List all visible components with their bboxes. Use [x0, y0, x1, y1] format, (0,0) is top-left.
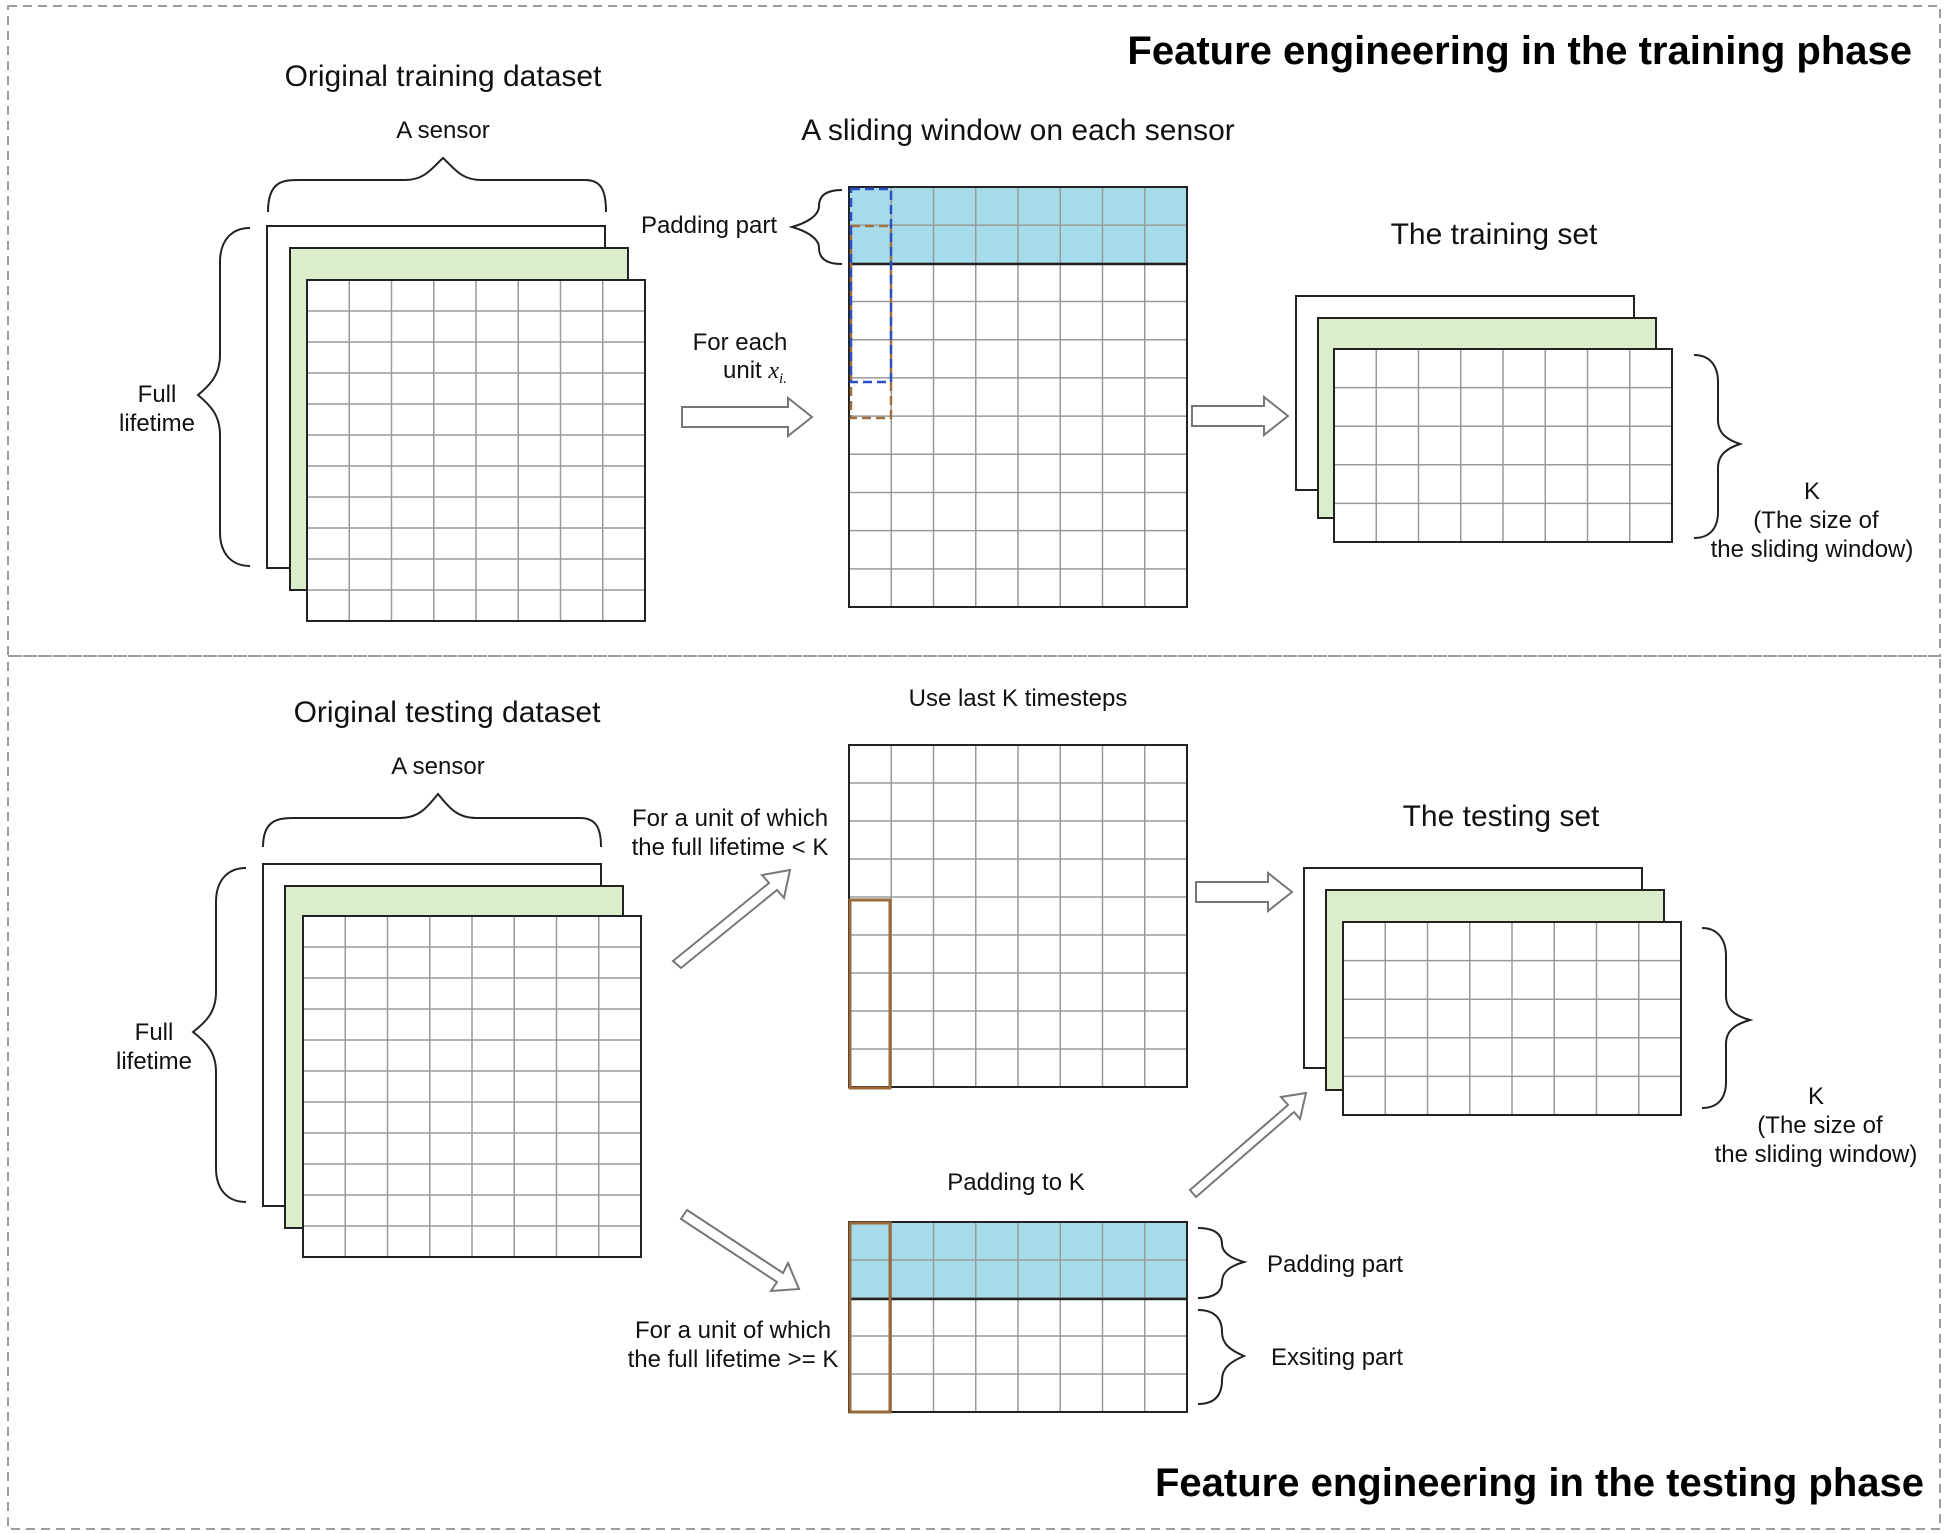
training-k-desc-1: (The size of	[1753, 507, 1879, 534]
training-full-label: Full	[138, 381, 177, 408]
training-phase-title: Feature engineering in the training phas…	[1127, 29, 1912, 73]
padding-window-outline	[848, 1221, 892, 1414]
testing-k-desc-2: the sliding window)	[1715, 1141, 1918, 1168]
unit-less-than-k-2: the full lifetime < K	[632, 834, 829, 861]
testing-phase-title: Feature engineering in the testing phase	[1155, 1461, 1924, 1505]
window-outline-brown	[849, 224, 893, 420]
arrow-last-k-to-testing-set	[1195, 870, 1294, 914]
testing-set-title: The testing set	[1403, 800, 1600, 833]
grid-frame	[306, 279, 646, 622]
testing-lifetime-label: lifetime	[116, 1048, 192, 1075]
padding-to-k-label: Padding to K	[947, 1169, 1084, 1196]
testing-set-grid	[1342, 921, 1682, 1116]
unit-less-than-k-1: For a unit of which	[632, 805, 828, 832]
testing-sensor-brace	[262, 792, 602, 848]
testing-padding-brace	[1197, 1227, 1248, 1299]
existing-part-label: Exsiting part	[1271, 1344, 1403, 1371]
last-k-timesteps-grid	[848, 744, 1188, 1088]
grid-frame	[848, 186, 1188, 608]
arrow-to-padding-to-k	[679, 1208, 801, 1293]
training-lifetime-brace	[196, 227, 251, 567]
testing-full-label: Full	[135, 1019, 174, 1046]
last-k-window-outline	[848, 898, 892, 1090]
unit-word: unit	[723, 357, 762, 384]
training-lifetime-label: lifetime	[119, 410, 195, 437]
training-dataset-grid	[306, 279, 646, 622]
training-set-title: The training set	[1391, 218, 1598, 251]
training-set-grid	[1333, 348, 1673, 543]
sliding-window-title: A sliding window on each sensor	[801, 114, 1235, 147]
arrow-padding-to-testing-set	[1188, 1091, 1308, 1199]
original-training-dataset-title: Original training dataset	[285, 60, 603, 93]
testing-padding-part-label: Padding part	[1267, 1251, 1403, 1278]
unit-geq-k-1: For a unit of which	[635, 1317, 831, 1344]
existing-part-brace	[1197, 1309, 1247, 1405]
grid-frame	[1333, 348, 1673, 543]
testing-section-border	[7, 655, 1941, 1530]
testing-dataset-grid	[302, 915, 642, 1258]
testing-k-label: K	[1808, 1083, 1824, 1110]
testing-k-brace	[1701, 927, 1754, 1109]
testing-sensor-label: A sensor	[391, 753, 484, 780]
training-k-desc-2: the sliding window)	[1711, 536, 1914, 563]
window-outline-blue	[849, 187, 893, 384]
unit-subscript: i.	[779, 371, 787, 387]
for-each-label: For each	[693, 329, 788, 356]
training-sensor-label: A sensor	[396, 117, 489, 144]
testing-lifetime-brace	[191, 867, 247, 1203]
training-k-label: K	[1804, 478, 1820, 505]
original-testing-dataset-title: Original testing dataset	[294, 696, 602, 729]
grid-frame	[1342, 921, 1682, 1116]
use-last-k-label: Use last K timesteps	[909, 685, 1128, 712]
training-sensor-brace	[267, 156, 607, 213]
grid-frame	[302, 915, 642, 1258]
training-k-brace	[1693, 354, 1744, 539]
unit-geq-k-2: the full lifetime >= K	[628, 1346, 839, 1373]
sliding-window-grid	[848, 186, 1188, 608]
unit-label: unit xi.	[723, 357, 787, 387]
unit-variable: x	[767, 358, 779, 384]
arrow-train-to-window	[681, 395, 814, 439]
arrow-window-to-training-set	[1191, 394, 1290, 438]
training-padding-brace	[788, 189, 843, 265]
arrow-to-last-k	[671, 868, 792, 970]
testing-k-desc-1: (The size of	[1757, 1112, 1883, 1139]
training-padding-label: Padding part	[641, 212, 777, 239]
